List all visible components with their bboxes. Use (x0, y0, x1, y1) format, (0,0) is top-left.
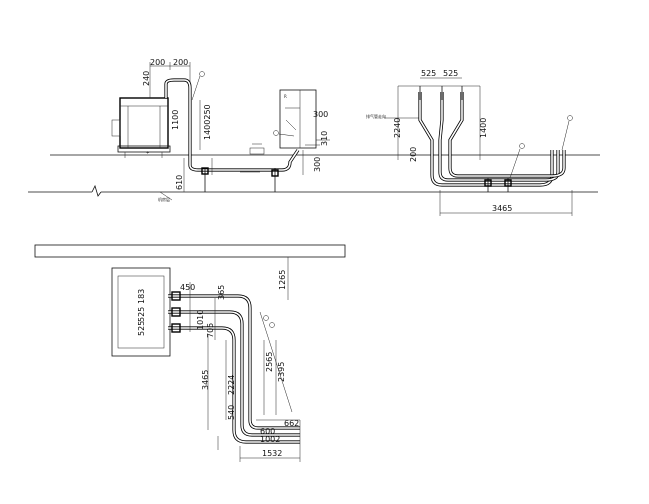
shaft-box (279, 89, 317, 149)
red-mark: + (146, 150, 149, 155)
dim-1400: 1400 (479, 118, 488, 138)
callout-leader-2 (278, 133, 295, 137)
room-inner (117, 275, 165, 349)
support-block-2 (271, 169, 279, 177)
dim-200-left: 200 (150, 58, 165, 67)
dim-small-1: 600 (260, 427, 275, 436)
dim-705: 705 (206, 323, 215, 338)
right-pipes (418, 92, 566, 187)
left-elevation: + 200 200 240 1100 1400250 610 机房层 (28, 58, 600, 202)
break-mark (91, 184, 102, 197)
callout-balloon-6 (269, 322, 275, 328)
unit-box (119, 97, 169, 149)
shaft-note: R (284, 94, 287, 99)
callout-leader-1 (191, 75, 201, 101)
dim-3465-top: 3465 (492, 204, 512, 213)
dim-365: 365 (217, 285, 226, 300)
callout-balloon-2 (273, 130, 279, 136)
callout-balloon-4 (567, 115, 573, 121)
unit-side-box (111, 119, 121, 137)
riser-pipe (164, 78, 300, 172)
dim-310: 310 (320, 131, 329, 146)
plan-pipes (168, 294, 300, 444)
dim-2240: 2240 (393, 118, 402, 138)
dim-300: 300 (313, 110, 328, 119)
dim-1400-250: 1400250 (203, 104, 212, 140)
dim-1265: 1265 (278, 270, 287, 290)
dim-450: 450 (180, 283, 195, 292)
dim-2395: 2395 (277, 362, 286, 382)
callout-balloon-1 (199, 71, 205, 77)
dim-183: 183 (137, 289, 146, 304)
support-block-r1 (484, 179, 492, 187)
plan-valve-a (171, 291, 181, 301)
dim-200: 200 (409, 147, 418, 162)
dim-1532: 1532 (262, 449, 282, 458)
dim-1010: 1010 (196, 310, 205, 330)
callout-leader-3 (509, 148, 521, 179)
dim-662: 662 (284, 419, 299, 428)
right-elevation: 525 525 2240 1400 200 排气管走向 (366, 69, 573, 216)
dim-240: 240 (142, 71, 151, 86)
dim-200-right: 200 (173, 58, 188, 67)
dim-540: 540 (227, 405, 236, 420)
plan-valve-b (171, 307, 181, 317)
small-bracket (249, 147, 265, 155)
label-leader (159, 191, 173, 201)
floor-label: 机房层 (158, 196, 170, 202)
dim-2565: 2565 (265, 352, 274, 372)
dim-525-b: 525 (443, 69, 458, 78)
callout-leader-4 (561, 120, 570, 151)
riser-pipe-inner (165, 79, 299, 171)
plan-top-band (34, 244, 346, 258)
callout-balloon-5 (263, 315, 269, 321)
plan-valve-c (171, 323, 181, 333)
plan-view: 1265 183 525 525 450 365 1010 705 3465 2… (34, 244, 346, 462)
unit-base (117, 145, 171, 153)
dim-610: 610 (175, 175, 184, 190)
dim-3465-plan: 3465 (201, 370, 210, 390)
right-note: 排气管走向 (366, 113, 386, 119)
dim-small-2: 1002 (260, 435, 280, 444)
dim-300b: 300 (313, 157, 322, 172)
dim-525-plan: 525 (137, 307, 146, 322)
diag-line (259, 311, 293, 413)
dim-2224: 2224 (227, 375, 236, 395)
dim-1100: 1100 (171, 110, 180, 130)
dim-525b-plan: 525 (137, 321, 146, 336)
support-block-1 (201, 167, 209, 175)
pipe-c (448, 92, 566, 178)
shaft-detail-2 (285, 119, 297, 131)
pipe-b (438, 92, 560, 182)
support-block-r2 (504, 179, 512, 187)
dim-525-a: 525 (421, 69, 436, 78)
callout-balloon-3 (519, 143, 525, 149)
